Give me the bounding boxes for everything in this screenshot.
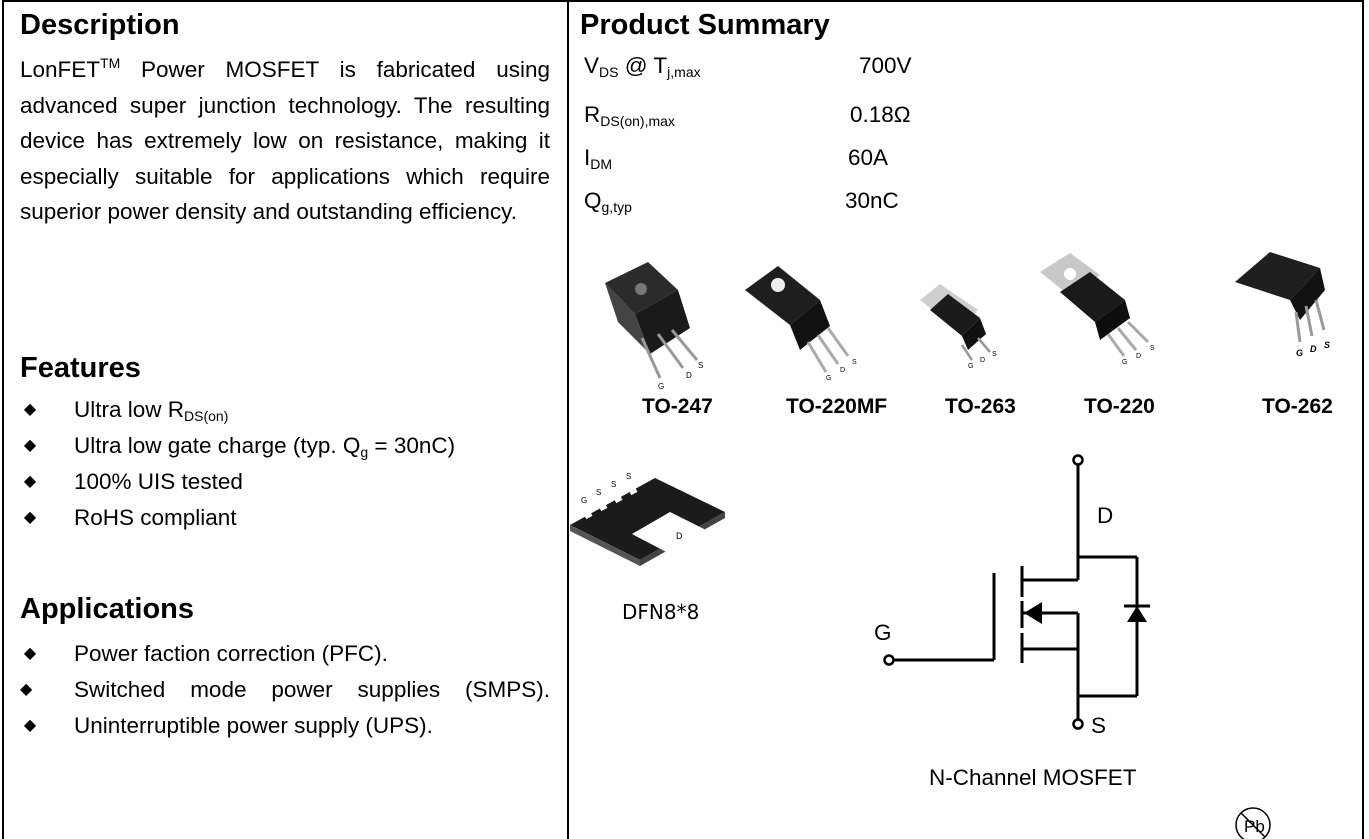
diamond-bullet-icon: ◆ bbox=[23, 401, 37, 418]
description-body: Power MOSFET is fabricated using advance… bbox=[20, 57, 550, 225]
svg-text:S: S bbox=[852, 359, 857, 366]
svg-text:S: S bbox=[626, 472, 631, 481]
applications-list: ◆Power faction correction (PFC). ◆Switch… bbox=[20, 636, 550, 744]
package-label-dfn8x8: DFN8*8 bbox=[622, 600, 700, 624]
package-label-to247: TO-247 bbox=[642, 395, 713, 418]
svg-text:S: S bbox=[698, 361, 703, 370]
summary-value: 700V bbox=[859, 53, 912, 78]
features-list: ◆Ultra low RDS(on) ◆Ultra low gate charg… bbox=[20, 392, 560, 536]
drain-label: D bbox=[1097, 503, 1113, 528]
svg-text:D: D bbox=[676, 531, 683, 541]
product-summary-heading: Product Summary bbox=[580, 9, 830, 41]
svg-text:G: G bbox=[581, 496, 587, 505]
svg-text:G: G bbox=[968, 363, 973, 370]
brand-name: LonFET bbox=[20, 57, 101, 82]
description-text: LonFETTM Power MOSFET is fabricated usin… bbox=[20, 52, 550, 230]
to220-package-icon: G D S bbox=[1040, 253, 1155, 366]
package-label-to263: TO-263 bbox=[945, 395, 1016, 418]
svg-text:G: G bbox=[658, 382, 664, 391]
list-item: ◆Ultra low RDS(on) bbox=[20, 392, 560, 428]
summary-value: 30nC bbox=[845, 188, 899, 213]
list-item: ◆Power faction correction (PFC). bbox=[20, 636, 550, 672]
list-item: ◆100% UIS tested bbox=[20, 464, 560, 500]
svg-text:Pb: Pb bbox=[1244, 817, 1265, 836]
list-item: ◆RoHS compliant bbox=[20, 500, 560, 536]
list-item: ◆Uninterruptible power supply (UPS). bbox=[20, 708, 550, 744]
svg-text:G: G bbox=[1122, 359, 1127, 366]
to220mf-package-icon: G D S bbox=[745, 266, 857, 382]
source-label: S bbox=[1091, 713, 1106, 738]
svg-text:S: S bbox=[1150, 345, 1155, 352]
diamond-bullet-icon: ◆ bbox=[23, 509, 37, 526]
pb-free-icon: Pb bbox=[1235, 807, 1271, 839]
dfn8x8-package-icon: G S S S D bbox=[570, 472, 725, 566]
svg-text:D: D bbox=[1136, 353, 1141, 360]
svg-text:G: G bbox=[826, 375, 831, 382]
svg-text:G: G bbox=[1296, 348, 1303, 358]
package-label-to220mf: TO-220MF bbox=[786, 395, 888, 418]
to247-package-icon: G D S bbox=[605, 262, 703, 391]
to263-package-icon: G D S bbox=[920, 284, 997, 370]
applications-heading: Applications bbox=[20, 593, 195, 625]
diode-triangle-icon bbox=[1127, 606, 1147, 622]
svg-text:S: S bbox=[992, 351, 997, 358]
svg-text:D: D bbox=[686, 371, 692, 380]
summary-value: 60A bbox=[848, 145, 889, 170]
svg-text:S: S bbox=[611, 480, 616, 489]
svg-text:D: D bbox=[840, 367, 845, 374]
diamond-bullet-icon: ◆ bbox=[20, 681, 33, 698]
svg-text:S: S bbox=[596, 488, 601, 497]
list-item: ◆Ultra low gate charge (typ. Qg = 30nC) bbox=[20, 428, 560, 464]
diamond-bullet-icon: ◆ bbox=[23, 437, 37, 454]
schematic-caption: N-Channel MOSFET bbox=[929, 765, 1137, 790]
list-item: ◆Switched mode power supplies (SMPS). bbox=[20, 672, 550, 708]
summary-value: 0.18Ω bbox=[850, 102, 911, 127]
package-label-to220: TO-220 bbox=[1084, 395, 1155, 418]
column-divider bbox=[567, 0, 569, 839]
svg-text:D: D bbox=[1310, 344, 1317, 354]
package-label-to262: TO-262 bbox=[1262, 395, 1333, 418]
diamond-bullet-icon: ◆ bbox=[23, 645, 37, 662]
to262-package-icon: G D S bbox=[1235, 252, 1330, 358]
diamond-bullet-icon: ◆ bbox=[23, 473, 37, 490]
svg-text:D: D bbox=[980, 357, 985, 364]
body-diode-arrow-icon bbox=[1024, 602, 1042, 624]
trademark-mark: TM bbox=[100, 55, 121, 71]
gate-label: G bbox=[874, 620, 892, 645]
description-heading: Description bbox=[20, 9, 180, 41]
n-channel-mosfet-symbol bbox=[883, 454, 1150, 730]
diamond-bullet-icon: ◆ bbox=[23, 717, 37, 734]
features-heading: Features bbox=[20, 352, 141, 384]
svg-text:S: S bbox=[1324, 340, 1330, 350]
